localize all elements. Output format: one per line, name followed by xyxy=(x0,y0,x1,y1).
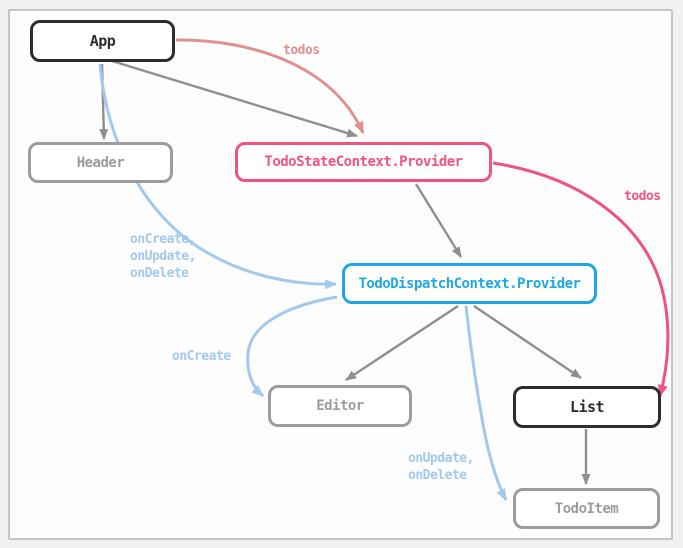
edge-onupdate-dispatchprovider-to-todoitem-curve xyxy=(464,305,508,501)
node-header-label: Header xyxy=(76,154,125,171)
node-list-label: List xyxy=(569,398,605,416)
node-todo-state-context-provider-label: TodoStateContext.Provider xyxy=(264,154,463,170)
edge-dispatchprovider-to-list-arrow xyxy=(473,305,582,379)
edge-label-onupdate-ondelete: onUpdate, onDelete xyxy=(408,451,474,483)
node-app-label: App xyxy=(89,32,116,50)
node-todo-dispatch-context-provider: TodoDispatchContext.Provider xyxy=(342,263,597,304)
node-header: Header xyxy=(28,142,173,183)
node-todo-item: TodoItem xyxy=(513,488,660,529)
edge-label-todos-app-to-stateprovider: todos xyxy=(283,43,320,58)
node-todo-dispatch-context-provider-label: TodoDispatchContext.Provider xyxy=(358,275,581,292)
node-list: List xyxy=(513,386,661,428)
node-app: App xyxy=(30,20,175,62)
edge-label-oncreate: onCreate xyxy=(172,349,231,364)
node-todo-state-context-provider: TodoStateContext.Provider xyxy=(235,142,492,182)
edge-app-to-stateprovider-arrow xyxy=(111,59,358,138)
node-todo-item-label: TodoItem xyxy=(554,500,619,517)
edge-todos-app-to-stateprovider-curve xyxy=(175,38,365,134)
edge-label-todos-stateprovider-to-list: todos xyxy=(624,189,661,204)
edge-dispatchfns-app-to-dispatchprovider-curve xyxy=(98,63,337,290)
edge-stateprovider-to-dispatchprovider-arrow xyxy=(414,183,463,258)
edge-todos-stateprovider-to-list-curve xyxy=(492,161,670,397)
node-editor: Editor xyxy=(268,385,412,427)
edge-dispatchprovider-to-editor-arrow xyxy=(345,304,459,382)
edge-label-oncreate-onupdate-ondelete: onCreate, onUpdate, onDelete xyxy=(130,232,196,281)
node-editor-label: Editor xyxy=(316,398,364,414)
edge-oncreate-dispatchprovider-to-editor-curve xyxy=(246,295,338,398)
